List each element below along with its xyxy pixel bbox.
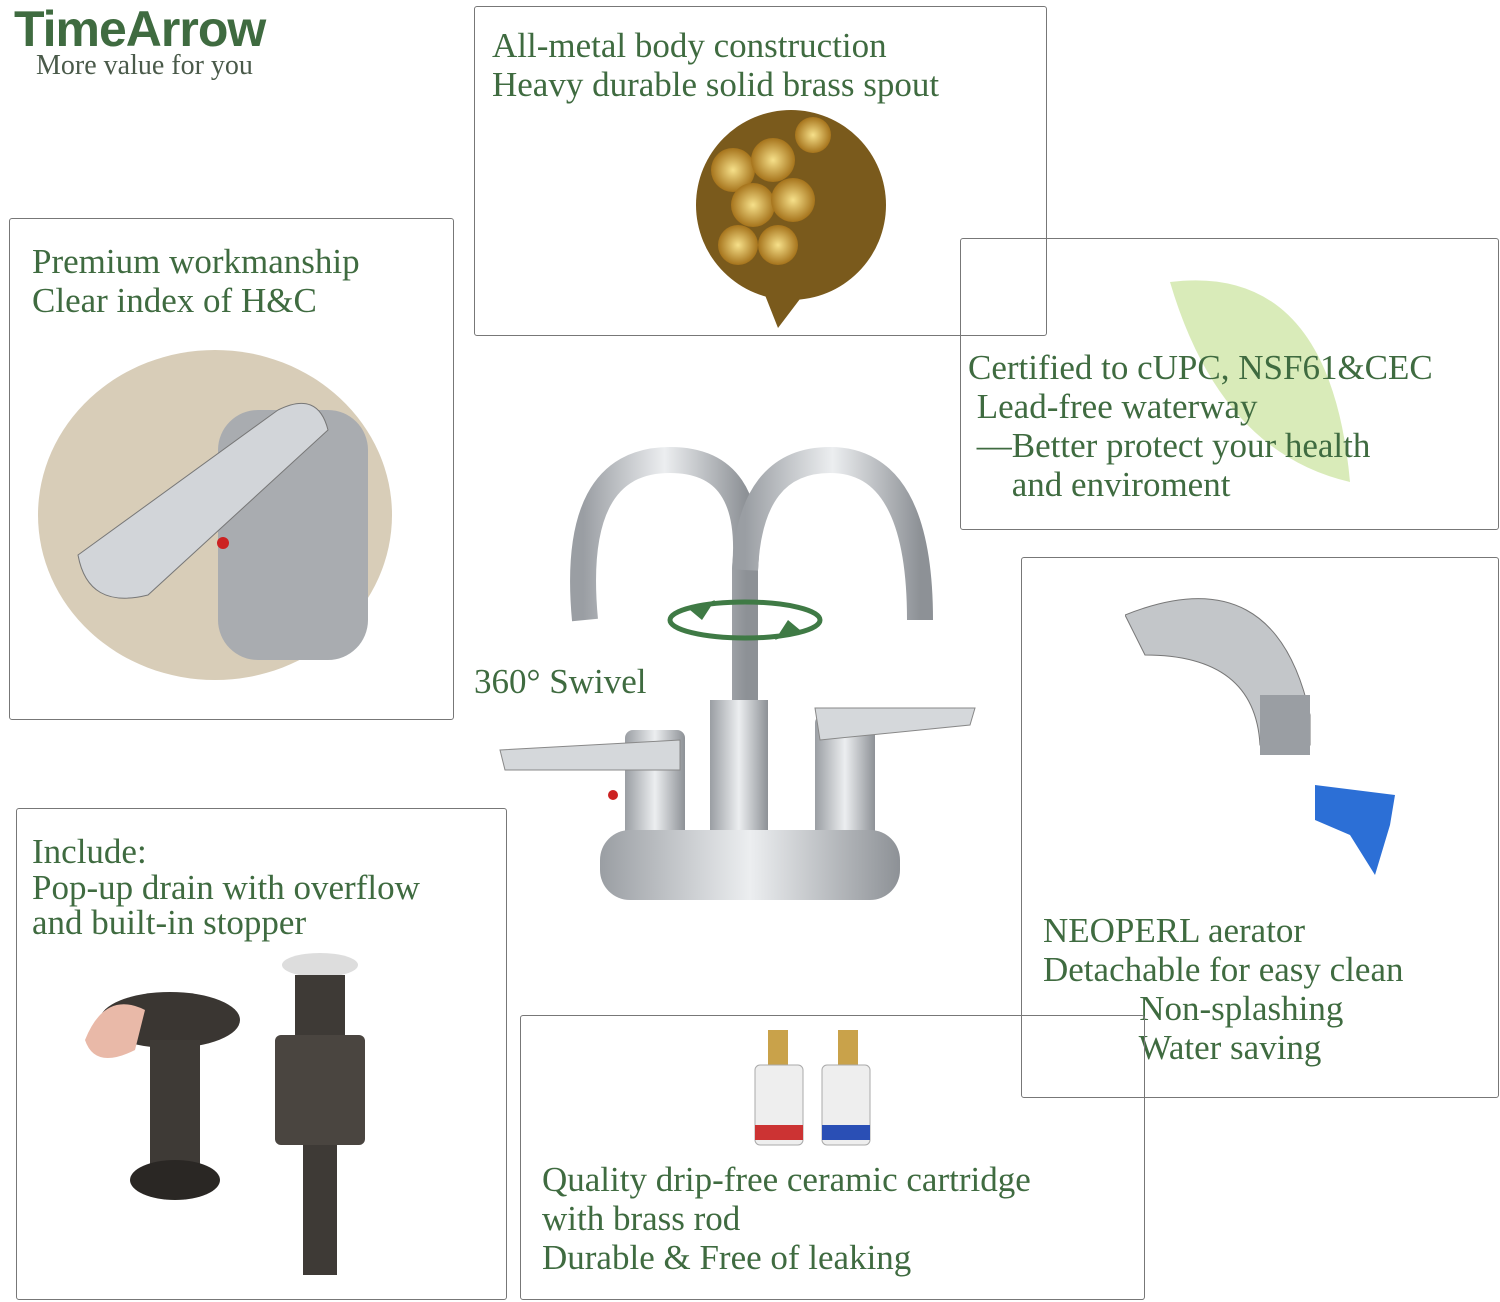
brass-line-1: All-metal body construction (492, 26, 887, 65)
cartridge-line-3: Durable & Free of leaking (542, 1238, 912, 1277)
certification-feature-box (960, 238, 1499, 530)
aerator-line-3: Non-splashing (1043, 989, 1344, 1028)
cert-line-4: and enviroment (968, 465, 1231, 504)
drain-feature-box (16, 808, 507, 1300)
cert-line-1: Certified to cUPC, NSF61&CEC (968, 348, 1433, 387)
brand-tagline: More value for you (36, 50, 253, 81)
leaf-icon (1170, 280, 1350, 482)
cartridge-line-1: Quality drip-free ceramic cartridge (542, 1160, 1031, 1199)
handle-closeup-image (38, 350, 392, 680)
cartridge-feature-box (520, 1015, 1145, 1300)
aerator-line-1: NEOPERL aerator (1043, 911, 1306, 950)
brass-rods-image (696, 110, 886, 328)
swivel-label: 360° Swivel (474, 662, 647, 701)
brass-line-2: Heavy durable solid brass spout (492, 65, 940, 104)
brass-feature-box (474, 6, 1047, 336)
workmanship-line-2: Clear index of H&C (32, 281, 317, 320)
aerator-line-4: Water saving (1043, 1028, 1322, 1067)
aerator-line-2: Detachable for easy clean (1043, 950, 1404, 989)
cartridge-image (754, 1030, 871, 1146)
faucet-image (499, 446, 976, 900)
brand-logo: TimeArrow (14, 1, 266, 57)
aerator-feature-box (1021, 557, 1499, 1098)
popup-drain-image (85, 953, 365, 1275)
cert-line-2: Lead-free waterway (968, 387, 1258, 426)
include-line-3: and built-in stopper (32, 903, 307, 942)
workmanship-feature-box (9, 218, 454, 720)
workmanship-line-1: Premium workmanship (32, 242, 360, 281)
include-line-1: Include: (32, 832, 147, 871)
cert-line-3: —Better protect your health (968, 426, 1371, 465)
include-line-2: Pop-up drain with overflow (32, 868, 420, 907)
cartridge-line-2: with brass rod (542, 1199, 741, 1238)
aerator-image (1125, 598, 1395, 875)
